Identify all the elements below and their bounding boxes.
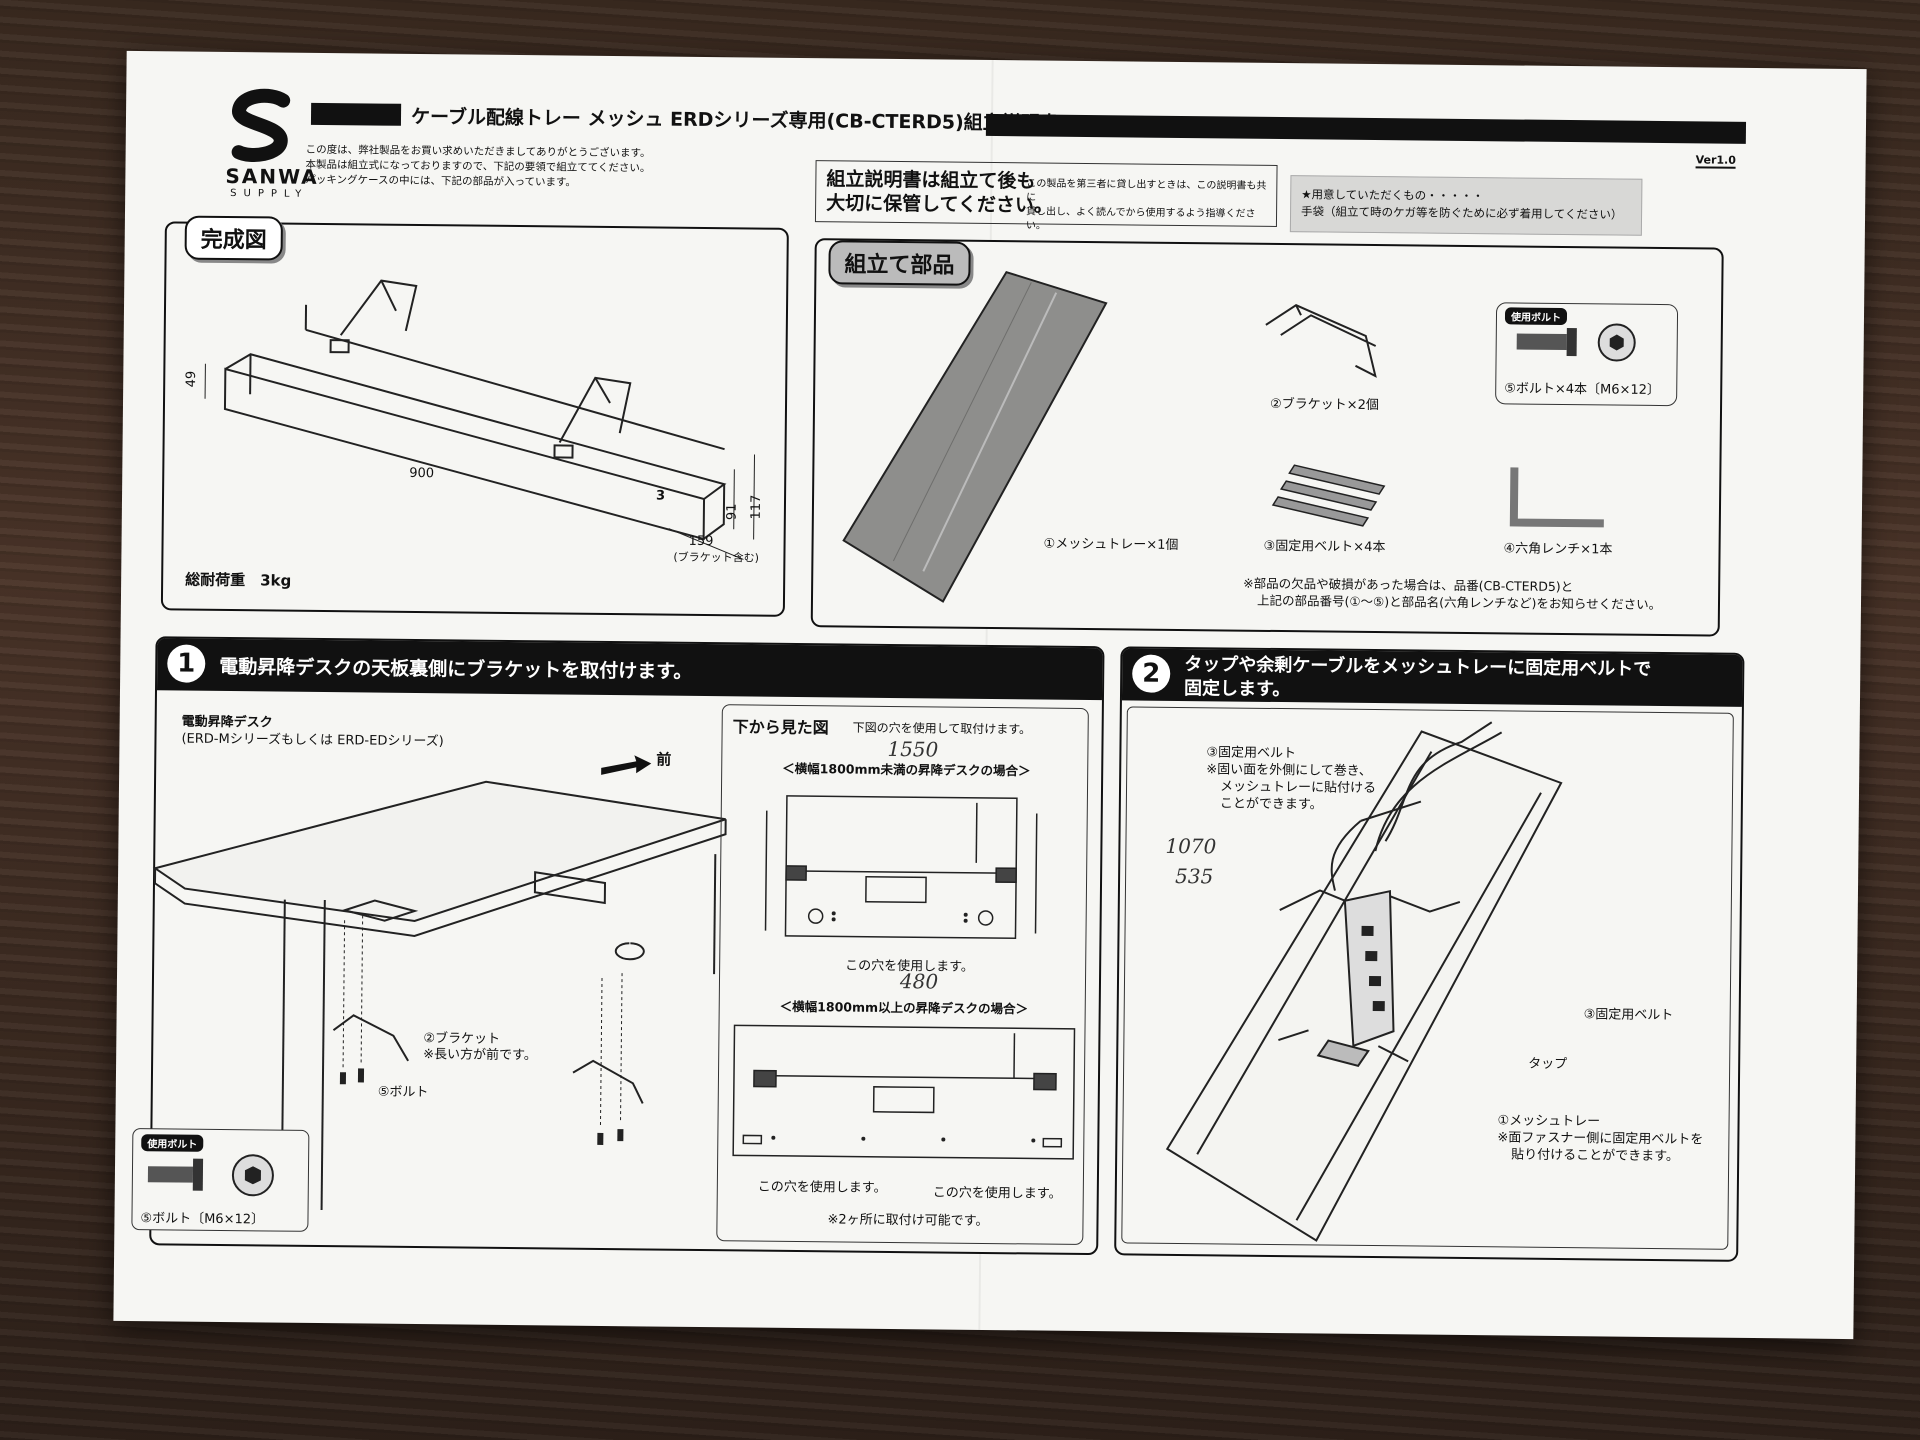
- parts-note: ※部品の欠品や破損があった場合は、品番(CB-CTERD5)と 上記の部品番号(…: [1243, 575, 1662, 613]
- case1-diagram: [764, 795, 1038, 940]
- dim-3: 3: [655, 488, 666, 504]
- dim-159: 159: [688, 533, 714, 550]
- tray-part-label: ①メッシュトレー×1個: [1043, 536, 1179, 553]
- case1-label: ＜横幅1800mm未満の昇降デスクの場合＞: [782, 760, 1031, 779]
- bolt-spec-label: ⑤ボルト〔M6×12〕: [140, 1211, 265, 1228]
- step1-panel: 1 電動昇降デスクの天板裏側にブラケットを取付けます。 電動昇降デスク (ERD…: [131, 636, 1105, 1256]
- dim-117: 117: [748, 494, 764, 520]
- instruction-sheet: SANWA SUPPLY ケーブル配線トレー メッシュ ERDシリーズ専用(CB…: [113, 50, 1867, 1340]
- two-places-note: ※2ヶ所に取付け可能です。: [827, 1212, 989, 1230]
- dim-159-note: (ブラケット含む): [673, 550, 760, 565]
- bolt-spec-box: 使用ボルト ⑤ボルト〔M6×12〕: [131, 1128, 310, 1232]
- step2-number: 2: [1132, 654, 1171, 693]
- version-label: Ver1.0: [1695, 153, 1737, 169]
- mesh-tray-illustration: [842, 270, 1108, 603]
- step2-title-line: 固定します。: [1183, 678, 1291, 701]
- keep-note-line: この製品を第三者に貸し出すときは、この説明書も共に: [1026, 178, 1267, 204]
- step1-header: 1 電動昇降デスクの天板裏側にブラケットを取付けます。: [157, 638, 1103, 701]
- tap-label: タップ: [1528, 1056, 1568, 1073]
- hex-wrench-icon: [1509, 467, 1604, 528]
- keep-manual-note: この製品を第三者に貸し出すときは、この説明書も共に 貸し出し、よく読んでから使用…: [1026, 177, 1267, 236]
- belt-note-line: メッシュトレーに貼付ける: [1219, 779, 1377, 797]
- use-holes-b-label: この穴を使用します。: [932, 1185, 1062, 1202]
- belt-note: ③固定用ベルト ※固い面を外側にして巻き、 メッシュトレーに貼付ける ことができ…: [1206, 744, 1377, 814]
- below-view-sub: 下図の穴を使用して取付けます。: [852, 720, 1032, 737]
- parts-note-line: 上記の部品番号(①〜⑤)と部品名(六角レンチなど)をお知らせください。: [1256, 592, 1662, 613]
- step1-number: 1: [167, 644, 206, 683]
- step1-title: 電動昇降デスクの天板裏側にブラケットを取付けます。: [219, 655, 693, 683]
- title-bar-decor-right: [985, 113, 1747, 144]
- keep-line: 組立説明書は組立て後も: [826, 168, 1036, 193]
- belt-note-line: ※固い面を外側にして巻き、: [1206, 762, 1372, 780]
- belt-part-label: ③固定用ベルト×4本: [1263, 538, 1386, 556]
- below-view-title: 下から見た図: [732, 717, 829, 738]
- bolt-spec-icon: [147, 1154, 274, 1197]
- belt-label: ③固定用ベルト: [1583, 1007, 1674, 1024]
- document-title: ケーブル配線トレー メッシュ ERDシリーズ専用(CB-CTERD5)組立説明書: [410, 105, 1059, 135]
- tray-with-tap-illustration: [1165, 721, 1563, 1242]
- bracket-part-label: ②ブラケット×2個: [1269, 396, 1379, 414]
- case2-label: ＜横幅1800mm以上の昇降デスクの場合＞: [779, 998, 1029, 1017]
- prepare-text: ★用意していただくもの・・・・・ 手袋（組立て時のケガ等を防ぐために必ず着用して…: [1301, 186, 1623, 223]
- keep-line: 大切に保管してください。: [826, 192, 1054, 217]
- bracket-part-illustration: [1265, 304, 1377, 378]
- step2-panel: 2 タップや余剰ケーブルをメッシュトレーに固定用ベルトで 固定します。: [1114, 646, 1745, 1262]
- step2-header: 2 タップや余剰ケーブルをメッシュトレーに固定用ベルトで 固定します。: [1121, 648, 1743, 707]
- use-holes-a-label: この穴を使用します。: [757, 1179, 887, 1196]
- desk-illustration: [152, 780, 727, 1211]
- brand-sub: SUPPLY: [230, 188, 309, 200]
- keep-manual-box: 組立説明書は組立て後も 大切に保管してください。 この製品を第三者に貸し出すとき…: [814, 160, 1278, 232]
- belt-note-line: ③固定用ベルト: [1206, 745, 1297, 762]
- bolt-spec-tag: 使用ボルト: [141, 1134, 204, 1152]
- prepare-box: ★用意していただくもの・・・・・ 手袋（組立て時のケガ等を防ぐために必ず着用して…: [1289, 175, 1643, 236]
- belt-part-illustration: [1271, 464, 1386, 527]
- case2-diagram: [732, 1024, 1076, 1160]
- bolt-icon: [1516, 323, 1636, 362]
- tray-assembly-illustration: [204, 279, 756, 560]
- complete-diagram-panel: 完成図 49 900: [160, 215, 789, 617]
- handwritten-1550: 1550: [887, 736, 939, 762]
- bracket-label-line: ②ブラケット: [423, 1031, 501, 1047]
- title-bar-decor: [310, 102, 402, 126]
- wrench-part-label: ④六角レンチ×1本: [1503, 541, 1613, 558]
- dim-91: 91: [724, 503, 740, 521]
- bolt-part-box: 使用ボルト ⑤ボルト×4本〔M6×12〕: [1495, 302, 1679, 407]
- bracket-label: ②ブラケット ※長い方が前です。: [423, 1031, 537, 1064]
- belt-note-line: ことができます。: [1219, 796, 1323, 813]
- tray-note-line: ※面ファスナー側に固定用ベルトを: [1497, 1130, 1704, 1148]
- front-arrow-icon: [601, 755, 652, 775]
- parts-panel: 組立て部品 ①メッシュトレー×1個 ②ブラケット×2個 使用ボルト ⑤ボルト×4…: [810, 238, 1724, 637]
- tray-note: ①メッシュトレー ※面ファスナー側に固定用ベルトを 貼り付けることができます。: [1497, 1112, 1703, 1165]
- prepare-line: 手袋（組立て時のケガ等を防ぐために必ず着用してください）: [1301, 204, 1623, 222]
- bolt-tag: 使用ボルト: [1504, 307, 1568, 326]
- handwritten-535: 535: [1174, 863, 1214, 889]
- keep-manual-heading: 組立説明書は組立て後も 大切に保管してください。: [826, 167, 1053, 217]
- dim-49: 49: [183, 370, 200, 388]
- bolt-label: ⑤ボルト: [377, 1084, 429, 1101]
- handwritten-480: 480: [899, 969, 939, 994]
- intro-line: パッキングケースの中には、下記の部品が入っています。: [305, 173, 576, 189]
- tray-note-line: ①メッシュトレー: [1497, 1113, 1601, 1130]
- bracket-label-line: ※長い方が前です。: [423, 1047, 537, 1064]
- sanwa-logo-icon: [231, 88, 291, 162]
- dim-900: 900: [409, 465, 435, 482]
- keep-note-line: 貸し出し、よく読んでから使用するよう指導ください。: [1025, 206, 1256, 232]
- intro-text: この度は、弊社製品をお買い求めいただきましてありがとうございます。 本製品は組立…: [305, 143, 725, 192]
- step2-title: タップや余剰ケーブルをメッシュトレーに固定用ベルトで 固定します。: [1184, 653, 1651, 706]
- bolt-part-label: ⑤ボルト×4本〔M6×12〕: [1504, 381, 1661, 398]
- handwritten-1070: 1070: [1165, 833, 1217, 859]
- below-view-box: 下から見た図 下図の穴を使用して取付けます。 1550 ＜横幅1800mm未満の…: [716, 704, 1089, 1246]
- tray-note-line: 貼り付けることができます。: [1511, 1147, 1679, 1165]
- total-load: 総耐荷重 3kg: [185, 570, 292, 590]
